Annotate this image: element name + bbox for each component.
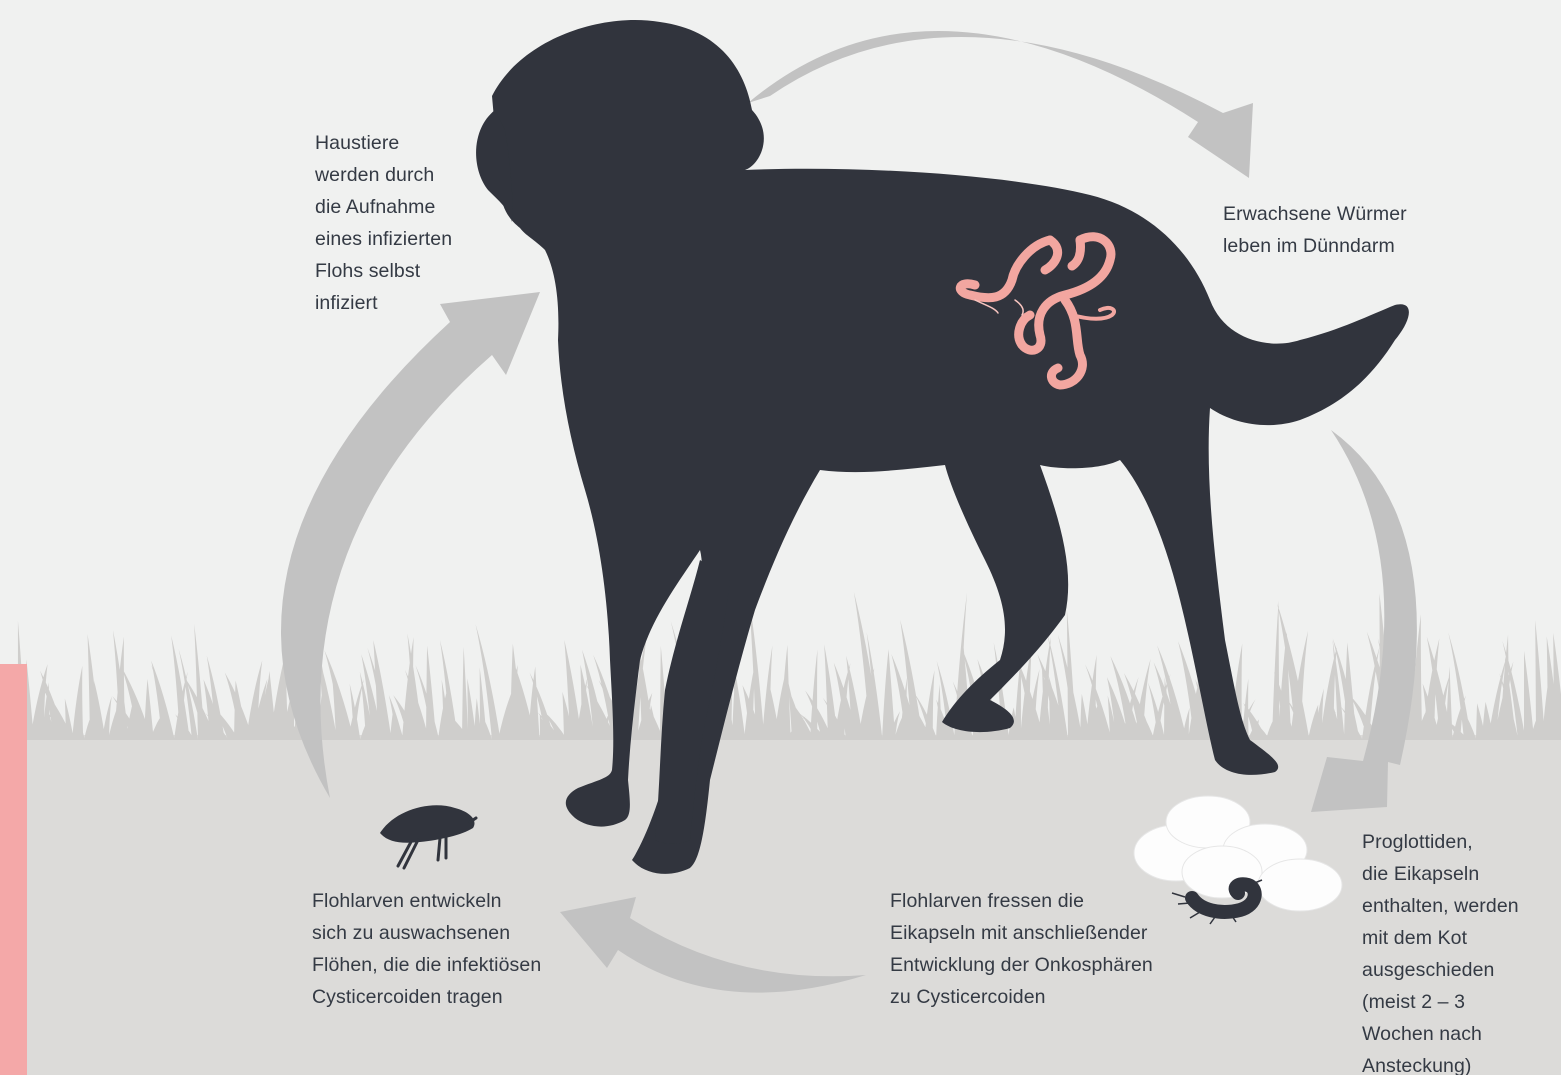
grass-blades <box>0 592 1561 740</box>
label-proglottids: Proglottiden, die Eikapseln enthalten, w… <box>1362 826 1519 1075</box>
label-larvae-develop: Flohlarven entwickeln sich zu auswachsen… <box>312 885 541 1013</box>
grass <box>0 592 1561 740</box>
label-adult-worms: Erwachsene Würmer leben im Dünndarm <box>1223 198 1407 262</box>
label-larvae-eat-capsules: Flohlarven fressen die Eikapseln mit ans… <box>890 885 1153 1013</box>
accent-bar <box>0 664 27 1075</box>
label-infection: Haustiere werden durch die Aufnahme eine… <box>315 127 452 319</box>
arrow-dog-to-worms <box>748 31 1253 178</box>
